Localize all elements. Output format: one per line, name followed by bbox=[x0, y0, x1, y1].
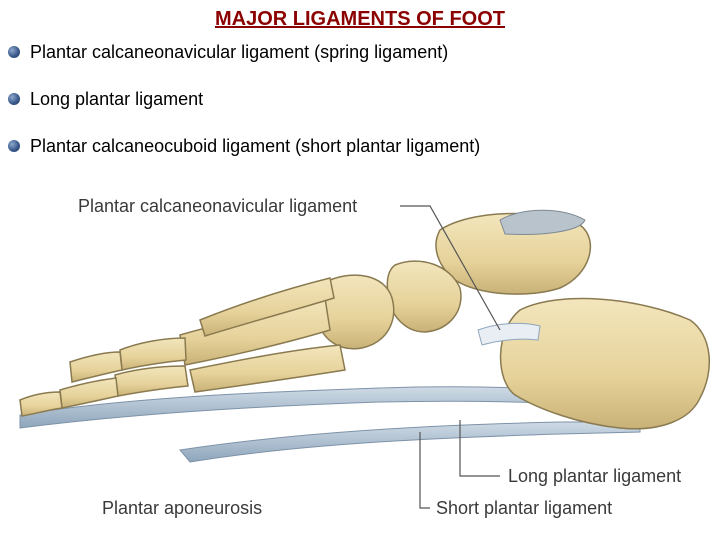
navicular-bone bbox=[386, 260, 462, 333]
bullet-text: Plantar calcaneonavicular ligament (spri… bbox=[30, 42, 449, 62]
talus-articular-surface bbox=[499, 209, 586, 235]
label-short-plantar-ligament: Short plantar ligament bbox=[436, 498, 612, 518]
bullet-dot-icon bbox=[8, 93, 20, 105]
spring-ligament bbox=[477, 322, 541, 346]
bullet-dot-icon bbox=[8, 46, 20, 58]
bullet-text: Long plantar ligament bbox=[30, 89, 204, 109]
label-leader-lines bbox=[400, 205, 501, 509]
label-long-plantar-ligament: Long plantar ligament bbox=[508, 466, 681, 486]
calcaneus-bone bbox=[499, 297, 711, 430]
foot-skeleton-drawing: Plantar calcaneonavicular ligament Long … bbox=[19, 196, 711, 518]
bullet-item-spring-ligament: Plantar calcaneonavicular ligament (spri… bbox=[8, 38, 708, 66]
phalanx-bones bbox=[19, 337, 189, 417]
foot-illustration: Plantar calcaneonavicular ligament Long … bbox=[0, 170, 720, 540]
bullet-text: Plantar calcaneocuboid ligament (short p… bbox=[30, 136, 481, 156]
bullet-list: Plantar calcaneonavicular ligament (spri… bbox=[8, 38, 708, 160]
bullet-dot-icon bbox=[8, 140, 20, 152]
bullet-item-short-plantar-ligament: Plantar calcaneocuboid ligament (short p… bbox=[8, 132, 708, 160]
slide-title: MAJOR LIGAMENTS OF FOOT bbox=[215, 8, 505, 30]
label-plantar-calcaneonavicular-ligament: Plantar calcaneonavicular ligament bbox=[78, 196, 357, 216]
label-plantar-aponeurosis: Plantar aponeurosis bbox=[102, 498, 262, 518]
metatarsal-bones bbox=[179, 277, 346, 393]
bullet-item-long-plantar-ligament: Long plantar ligament bbox=[8, 85, 708, 113]
